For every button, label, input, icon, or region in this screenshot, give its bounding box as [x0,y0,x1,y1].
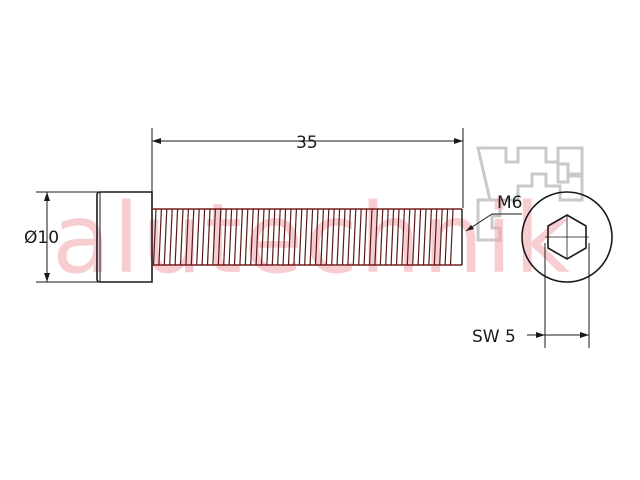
bolt-end-view [521,191,613,283]
thread-callout-label: M6 [497,193,522,213]
wrench-size-label: SW 5 [472,327,516,347]
thread-callout-leader [465,213,522,232]
wrench-size-dimension [527,243,590,348]
length-dimension-label: 35 [296,133,318,153]
diameter-dimension-label: Ø10 [24,228,59,248]
length-dimension [151,128,464,208]
watermark-text: alutechnik [52,183,572,295]
aluminium-profile-icon [476,146,584,242]
diameter-dimension [36,191,100,283]
bolt-thread [152,208,463,266]
